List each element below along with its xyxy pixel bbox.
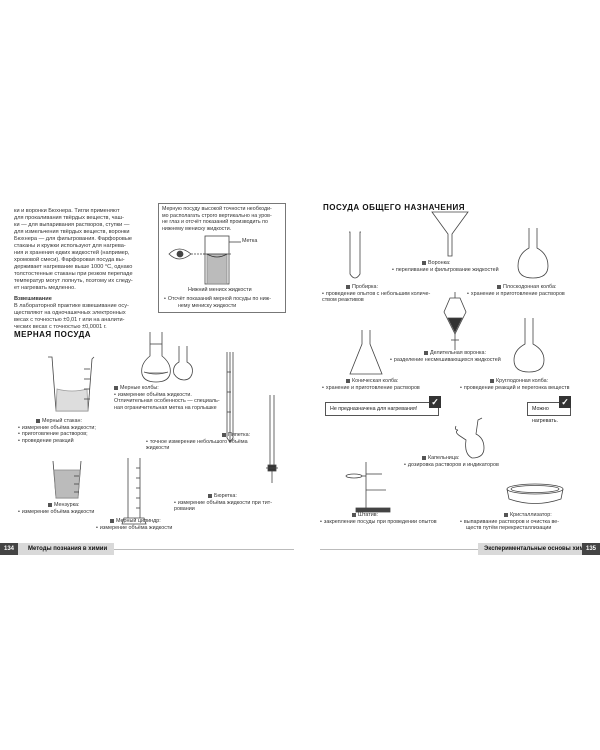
meniscus-bullet: Отсчёт показаний мерной посуды по ниж- н… [164,296,282,309]
crystallizer-image [506,483,564,504]
round-bottom-flask-image [513,318,545,373]
test-tube-image [349,231,361,279]
meniscus-info-box [158,203,286,313]
lab-stand-image [345,462,391,513]
flat-bottom-flask-image [517,228,549,279]
dropper-bottle-image [454,417,485,459]
not-for-heating-note: Не предназначена для нагревания! [325,402,439,416]
left-footer-bar [18,543,114,555]
cylinder-caption: Мерный цилиндр: измерение объёма жидкост… [96,518,206,531]
separating-funnel-image [443,292,467,350]
left-page-number: 134 [0,543,18,555]
pipette-caption: Пипетка: точное измерение небольшого объ… [146,432,256,452]
right-footer-text: Экспериментальные основы химии [484,546,592,552]
weighing-title: Взвешивание [14,296,52,302]
mark-label: Метка [242,238,258,244]
conical-flask-caption: Коническая колба: хранение и приготовлен… [322,378,452,391]
volumetric-flasks-caption: Мерные колбы: измерение объёма жидкости.… [114,385,264,411]
stand-caption: Штатив: закрепление посуды при проведени… [320,512,460,525]
beaker-caption: Мерный стакан: измерение объёма жидкости… [18,418,128,444]
left-intro-text: ки и воронки Бюхнера. Тигли применяют дл… [14,208,154,331]
conical-flask-image [349,330,383,375]
mensurka-image [52,460,82,499]
heat-check-icon: ✓ [559,396,571,408]
right-footer-bar [478,543,582,555]
measuring-beaker-image [48,356,95,412]
funnel-image [431,211,469,257]
sep-funnel-caption: Делительная воронка: разделение несмешив… [390,350,530,363]
mensurka-caption: Мензурка: измерение объёма жидкости [18,502,128,515]
volumetric-flasks-image [141,332,193,383]
meniscus-box-text: Мерную посуду высокой точности необходи-… [162,206,272,232]
meniscus-label: Нижний мениск жидкости [188,287,252,293]
burette-caption: Бюретка: измерение объёма жидкости при т… [174,493,286,513]
burette-image [266,395,278,483]
eye-meniscus-diagram [168,235,241,285]
left-footer-rule [114,549,294,550]
funnel-caption: Воронка: переливание и фильтрование жидк… [392,260,522,273]
pipette-image [226,352,234,443]
round-flask-caption: Круглодонная колба: проведение реакций и… [460,378,600,391]
measuring-ware-heading: МЕРНАЯ ПОСУДА [14,330,92,339]
test-tube-caption: Пробирка: проведение опытов с небольшим … [322,284,452,304]
crystallizer-caption: Кристаллизатор: выпаривание растворов и … [460,512,592,532]
right-footer-rule [320,549,480,550]
dropper-caption: Капельница: дозировка растворов и индика… [404,455,544,468]
general-ware-heading: ПОСУДА ОБЩЕГО НАЗНАЧЕНИЯ [323,203,465,212]
left-footer-text: Методы познания в химии [28,546,108,552]
flat-flask-caption: Плоскодонная колба: хранение и приготовл… [467,284,597,297]
right-page-number: 135 [582,543,600,555]
measuring-cylinder-image [121,458,147,525]
warning-check-icon: ✓ [429,396,441,408]
